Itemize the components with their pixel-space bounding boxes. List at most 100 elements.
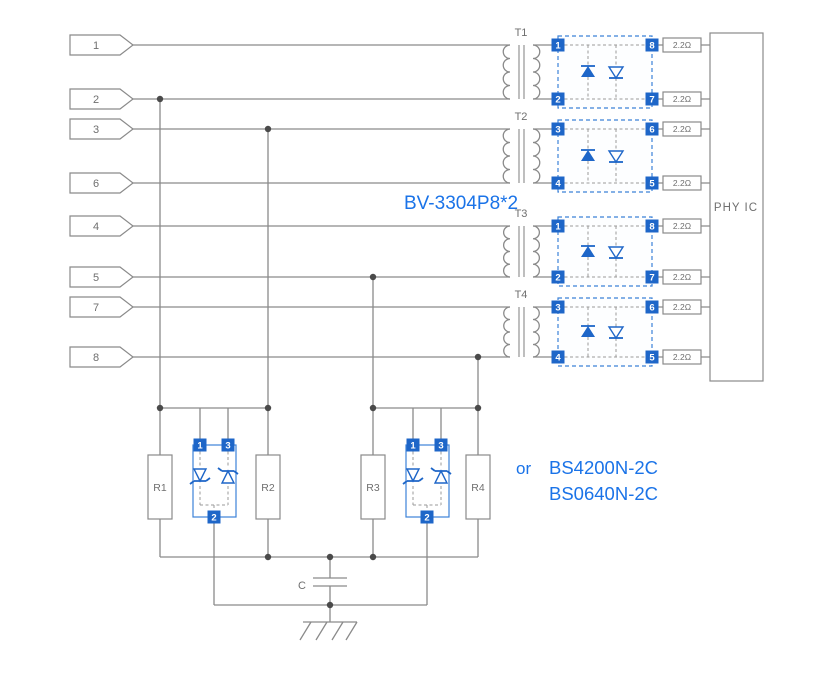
pin-square — [551, 122, 565, 136]
connector-label: 4 — [93, 221, 99, 233]
resistor-r1: R1 — [147, 454, 173, 520]
pin-square — [645, 300, 659, 314]
termination-wires — [159, 99, 479, 622]
esd-array-package-top: 1 2 3 4 8 7 6 5 — [551, 35, 659, 193]
pin-number: 6 — [649, 303, 654, 314]
connector-shape — [69, 88, 134, 110]
transformer-label: T3 — [515, 208, 528, 220]
secondary-winding — [532, 44, 541, 100]
phy-ic-box — [709, 32, 764, 382]
secondary-winding — [532, 225, 541, 278]
pin-number: 5 — [649, 353, 655, 364]
core-lines — [518, 307, 525, 357]
transformer-label: T4 — [515, 289, 528, 301]
tvs-part-number-2: BS0640N-2C — [549, 483, 658, 504]
channel-box — [557, 297, 653, 367]
pin-number: 3 — [438, 441, 443, 452]
pin-square — [207, 510, 221, 524]
pin-square — [551, 176, 565, 190]
series-resistor: 2.2Ω — [662, 37, 702, 53]
rj45-connector-pads: 1 2 3 6 4 5 7 8 — [69, 34, 134, 368]
connector-label: 1 — [93, 40, 99, 52]
resistor-r2: R2 — [255, 454, 281, 520]
resistor-label: R4 — [471, 482, 485, 494]
termination-resistors: R1 R2 R3 R4 — [147, 454, 491, 520]
diode-pair-ch1 — [581, 65, 625, 80]
resistor-label: R3 — [366, 482, 380, 494]
resistor-value: 2.2Ω — [673, 272, 691, 282]
channel-box — [557, 35, 653, 109]
pin-square — [551, 38, 565, 52]
pin-number: 3 — [225, 441, 230, 452]
pin-number: 8 — [649, 41, 654, 52]
tvs-device-1: 1 3 2 — [189, 438, 239, 524]
series-resistor: 2.2Ω — [662, 349, 702, 365]
connector-shape — [69, 34, 134, 56]
resistor-r3: R3 — [360, 454, 386, 520]
primary-winding — [503, 306, 511, 358]
pin-number: 3 — [555, 125, 560, 136]
connector-pin-2: 2 — [69, 88, 134, 110]
capacitor-plates — [313, 577, 347, 587]
diode-up-icon — [581, 326, 595, 337]
diode-up-icon — [581, 150, 595, 161]
package-pins: 1 2 3 4 8 7 6 5 — [551, 38, 659, 190]
connector-label: 6 — [93, 178, 99, 190]
pin-number: 7 — [649, 273, 654, 284]
tvs-device-2: 1 3 2 — [402, 438, 452, 524]
transformer-label: T1 — [515, 27, 528, 39]
pin-number: 1 — [410, 441, 416, 452]
series-resistor: 2.2Ω — [662, 269, 702, 285]
pin-square — [551, 270, 565, 284]
secondary-winding — [532, 128, 541, 184]
pin-number: 2 — [424, 513, 429, 524]
tvs-part-number-1: BS4200N-2C — [549, 457, 658, 478]
connector-label: 8 — [93, 352, 99, 364]
transformer-t1: T1 — [502, 27, 541, 100]
connector-pin-6: 6 — [69, 172, 134, 194]
secondary-winding — [532, 306, 540, 358]
zener-diode-icon — [405, 468, 421, 483]
pin-number: 8 — [649, 222, 654, 233]
pin-number: 6 — [649, 125, 654, 136]
resistor-label: R1 — [153, 482, 167, 494]
zener-diode-icon — [220, 469, 236, 484]
channel-box — [557, 216, 653, 287]
resistor-r4: R4 — [465, 454, 491, 520]
pin-number: 1 — [197, 441, 203, 452]
series-resistors: 2.2Ω 2.2Ω 2.2Ω 2.2Ω 2.2Ω 2.2Ω 2.2Ω 2.2Ω — [662, 37, 702, 365]
transformer-label: T2 — [515, 111, 528, 123]
resistor-value: 2.2Ω — [673, 221, 691, 231]
series-resistor: 2.2Ω — [662, 218, 702, 234]
pin-square — [551, 219, 565, 233]
pin-number: 2 — [211, 513, 216, 524]
diode-down-icon — [607, 150, 625, 164]
diode-pair-ch4 — [581, 325, 625, 340]
diode-up-icon — [581, 66, 595, 77]
junction-dots — [156, 95, 482, 609]
series-resistor: 2.2Ω — [662, 299, 702, 315]
pin-number: 5 — [649, 179, 655, 190]
pin-number: 4 — [555, 179, 561, 190]
connector-shape — [69, 118, 134, 140]
core-lines — [518, 226, 525, 277]
connector-label: 3 — [93, 124, 99, 136]
primary-winding — [502, 128, 511, 184]
pin-square — [645, 38, 659, 52]
channel-box — [557, 119, 653, 193]
connector-shape — [69, 172, 134, 194]
or-label: or — [516, 459, 531, 478]
diode-down-icon — [607, 66, 625, 80]
diode-down-icon — [607, 326, 625, 340]
resistor-label: R2 — [261, 482, 275, 494]
resistor-value: 2.2Ω — [673, 352, 691, 362]
transformer-t4: T4 — [503, 289, 540, 358]
pin-square — [420, 510, 434, 524]
resistor-value: 2.2Ω — [673, 94, 691, 104]
connector-pin-7: 7 — [69, 296, 134, 318]
resistor-value: 2.2Ω — [673, 302, 691, 312]
transformer-t3: T3 — [502, 208, 541, 278]
core-lines — [518, 129, 525, 183]
